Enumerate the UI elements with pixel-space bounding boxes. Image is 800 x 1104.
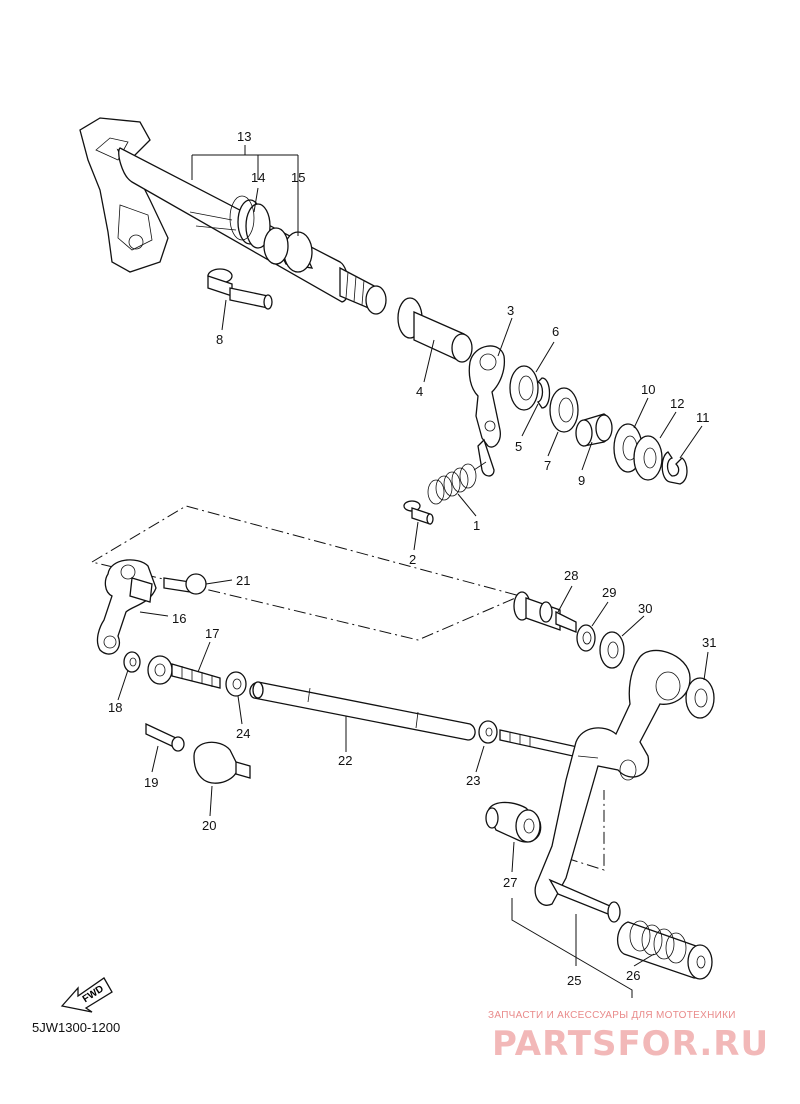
callout-4: 4 [416, 384, 423, 399]
bolt-19 [145, 722, 185, 752]
callout-31: 31 [702, 635, 716, 650]
callout-10: 10 [641, 382, 655, 397]
washer-30 [599, 631, 625, 669]
pivot-bolt-28 [513, 591, 577, 633]
washers-10-12-circlip-11 [613, 423, 688, 485]
watermark-tagline: ЗАПЧАСТИ И АКСЕССУАРЫ ДЛЯ МОТОТЕХНИКИ [488, 1010, 736, 1021]
stopper-lever-3 [468, 345, 506, 477]
callout-20: 20 [202, 818, 216, 833]
shift-rod-22 [249, 681, 476, 741]
shift-pedal-25 [534, 649, 691, 923]
callout-labels: 13 14 15 8 3 4 6 5 7 9 10 12 11 1 2 21 1… [108, 129, 716, 988]
callout-18: 18 [108, 700, 122, 715]
callout-28: 28 [564, 568, 578, 583]
callout-22: 22 [338, 753, 352, 768]
callout-25: 25 [567, 973, 581, 988]
callout-11: 11 [696, 410, 710, 425]
callout-13: 13 [237, 129, 251, 144]
nut-24 [225, 671, 247, 697]
bolt-8 [207, 268, 273, 310]
bush-27 [485, 801, 542, 843]
bolt-2 [403, 500, 434, 525]
callout-27: 27 [503, 875, 517, 890]
washers-6-5-7 [509, 365, 579, 433]
callout-14: 14 [251, 170, 265, 185]
bush-4 [397, 297, 473, 363]
callout-12: 12 [670, 396, 684, 411]
sub-assembly-boundary [90, 505, 522, 641]
washer-18 [123, 651, 141, 673]
callout-21: 21 [236, 573, 250, 588]
bearing-9 [575, 413, 613, 447]
bolt-21 [163, 573, 207, 595]
callout-17: 17 [205, 626, 219, 641]
callout-15: 15 [291, 170, 305, 185]
callout-6: 6 [552, 324, 559, 339]
callout-30: 30 [638, 601, 652, 616]
callout-7: 7 [544, 458, 551, 473]
diagram-code: 5JW1300-1200 [32, 1020, 121, 1035]
callout-3: 3 [507, 303, 514, 318]
shift-shaft-assembly [79, 117, 387, 315]
rod-end-20 [193, 741, 251, 784]
watermark-brand: PARTSFOR.RU [492, 1024, 770, 1064]
callout-9: 9 [578, 473, 585, 488]
rod-end-17 [147, 655, 221, 689]
callout-26: 26 [626, 968, 640, 983]
callout-16: 16 [172, 611, 186, 626]
washer-31 [685, 677, 715, 719]
callout-24: 24 [236, 726, 250, 741]
shift-arm-16 [96, 559, 157, 655]
pedal-rubber-26 [617, 920, 713, 980]
callout-8: 8 [216, 332, 223, 347]
nut-23 [478, 720, 583, 759]
callout-19: 19 [144, 775, 158, 790]
fwd-arrow-icon: FWD [60, 977, 113, 1013]
callout-5: 5 [515, 439, 522, 454]
leader-lines [117, 145, 709, 998]
callout-23: 23 [466, 773, 480, 788]
callout-1: 1 [473, 518, 480, 533]
callout-2: 2 [409, 552, 416, 567]
spring-1 [427, 461, 487, 505]
callout-29: 29 [602, 585, 616, 600]
washer-29 [576, 624, 596, 652]
